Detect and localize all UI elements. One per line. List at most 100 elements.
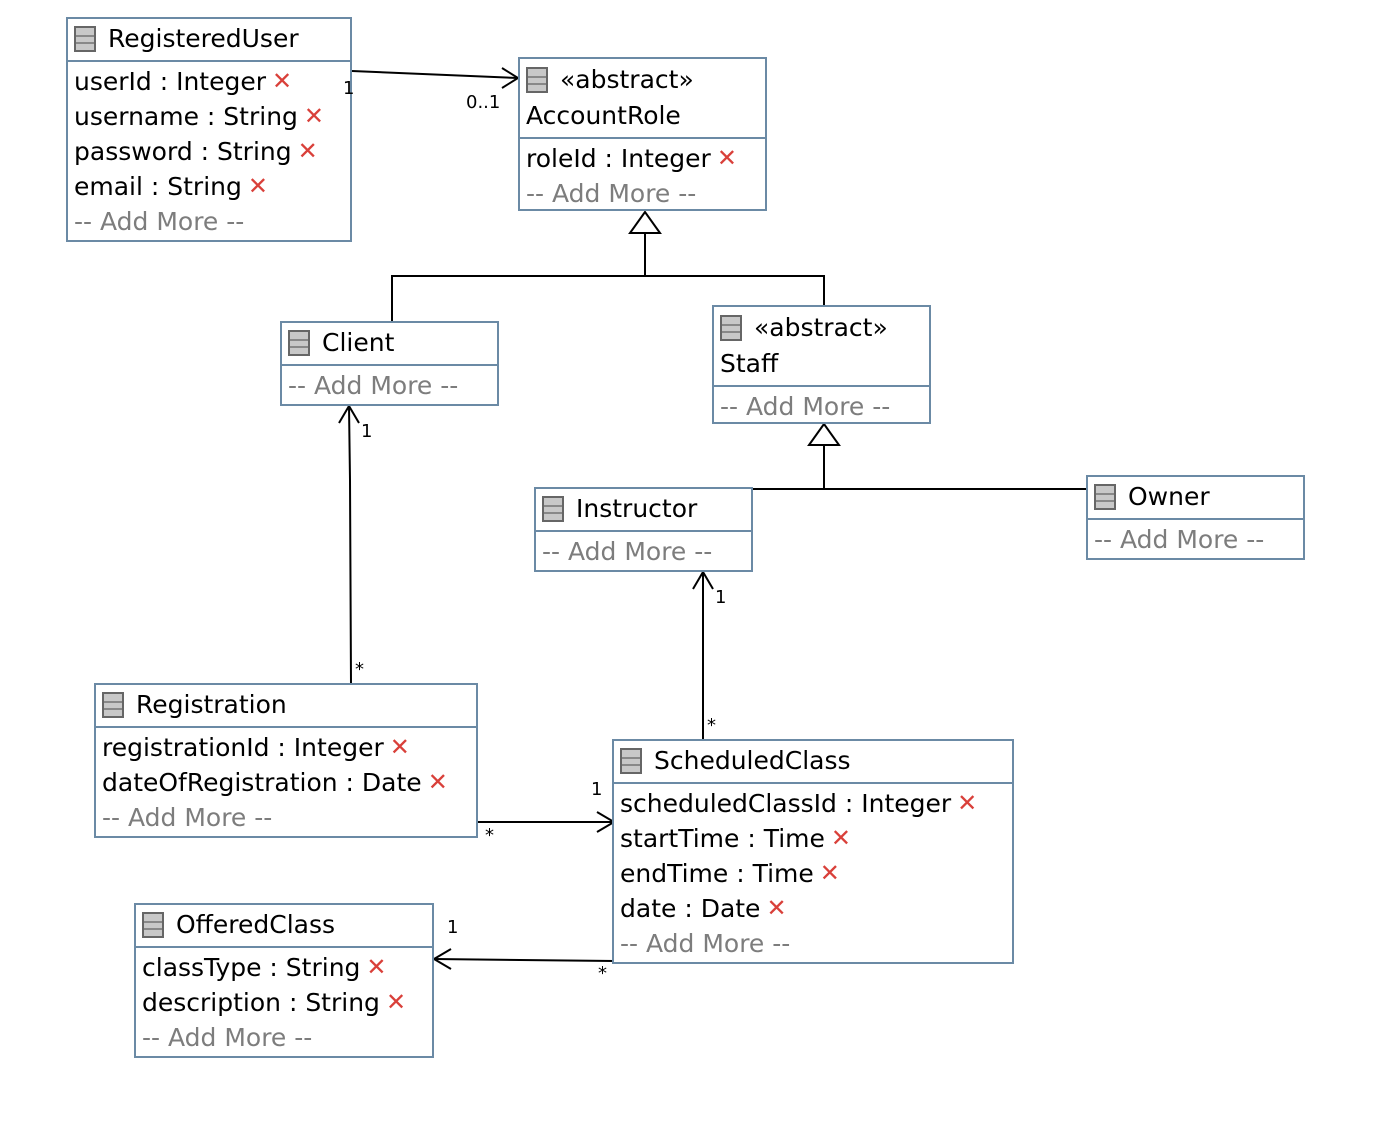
attribute-row[interactable]: username : String✕ [74,99,344,134]
add-more-attribute[interactable]: -- Add More -- [142,1023,313,1052]
attribute-row[interactable]: startTime : Time✕ [620,821,1006,856]
class-header: RegisteredUser [68,19,350,62]
class-client[interactable]: Client -- Add More -- [280,321,499,406]
attribute-list: -- Add More -- [536,532,751,573]
attribute-row[interactable]: date : Date✕ [620,891,1006,926]
association-scheduled-offered-arrowhead [432,948,452,970]
attribute-text[interactable]: startTime : Time [620,824,825,853]
association-registration-client[interactable] [348,405,352,686]
class-header: Registration [96,685,476,728]
remove-icon[interactable]: ✕ [427,768,448,796]
attribute-row[interactable]: classType : String✕ [142,950,426,985]
class-header: ScheduledClass [614,741,1012,784]
attribute-row[interactable]: scheduledClassId : Integer✕ [620,786,1006,821]
remove-icon[interactable]: ✕ [366,953,387,981]
add-more-attribute[interactable]: -- Add More -- [526,179,697,208]
association-scheduled-instructor-arrowhead [692,570,714,590]
attribute-text[interactable]: userId : Integer [74,67,267,96]
multiplicity-label: 1 [343,78,355,99]
attribute-text[interactable]: scheduledClassId : Integer [620,789,952,818]
class-header: «abstract» Staff [714,307,929,387]
add-more-attribute[interactable]: -- Add More -- [288,371,459,400]
attribute-row[interactable]: email : String✕ [74,169,344,204]
add-more-attribute[interactable]: -- Add More -- [74,207,245,236]
generalization-staff-triangle [807,422,841,446]
class-name[interactable]: Registration [136,690,287,719]
class-icon [620,748,642,774]
attribute-text[interactable]: roleId : Integer [526,144,711,173]
class-icon [288,330,310,356]
class-registration[interactable]: Registration registrationId : Integer✕ d… [94,683,478,838]
generalization-role-triangle [628,210,662,234]
add-more-attribute[interactable]: -- Add More -- [542,537,713,566]
remove-icon[interactable]: ✕ [385,988,407,1016]
multiplicity-label: 0..1 [466,92,501,113]
attribute-list: -- Add More -- [282,366,497,407]
class-icon [1094,484,1116,510]
multiplicity-label: 1 [591,779,603,800]
class-name[interactable]: ScheduledClass [654,746,851,775]
attribute-list: classType : String✕ description : String… [136,948,432,1059]
class-owner[interactable]: Owner -- Add More -- [1086,475,1305,560]
multiplicity-label: 1 [715,587,727,608]
add-more-attribute[interactable]: -- Add More -- [620,929,791,958]
class-icon [542,496,564,522]
attribute-text[interactable]: email : String [74,172,242,201]
attribute-text[interactable]: password : String [74,137,292,166]
remove-icon[interactable]: ✕ [272,67,293,95]
class-icon [720,315,742,341]
attribute-text[interactable]: classType : String [142,953,361,982]
generalization-role-children[interactable] [391,275,825,322]
class-account-role[interactable]: «abstract» AccountRole roleId : Integer✕… [518,57,767,211]
class-name[interactable]: Instructor [576,494,698,523]
class-name[interactable]: Client [322,328,395,357]
multiplicity-label: * [707,715,716,736]
class-offered-class[interactable]: OfferedClass classType : String✕ descrip… [134,903,434,1058]
add-more-attribute[interactable]: -- Add More -- [720,392,891,421]
attribute-text[interactable]: endTime : Time [620,859,814,888]
association-scheduled-offered[interactable] [433,958,615,962]
remove-icon[interactable]: ✕ [830,824,852,852]
class-scheduled-class[interactable]: ScheduledClass scheduledClassId : Intege… [612,739,1014,964]
remove-icon[interactable]: ✕ [389,733,410,761]
attribute-row[interactable]: password : String✕ [74,134,344,169]
attribute-row[interactable]: description : String✕ [142,985,426,1020]
remove-icon[interactable]: ✕ [819,859,840,887]
multiplicity-label: * [355,659,364,680]
attribute-row[interactable]: roleId : Integer✕ [526,141,759,176]
remove-icon[interactable]: ✕ [303,102,325,130]
attribute-row[interactable]: endTime : Time✕ [620,856,1006,891]
attribute-list: -- Add More -- [714,387,929,428]
attribute-text[interactable]: dateOfRegistration : Date [102,768,422,797]
attribute-list: userId : Integer✕ username : String✕ pas… [68,62,350,243]
remove-icon[interactable]: ✕ [766,894,787,922]
attribute-row[interactable]: registrationId : Integer✕ [102,730,470,765]
attribute-text[interactable]: registrationId : Integer [102,733,384,762]
remove-icon[interactable]: ✕ [716,144,737,172]
class-instructor[interactable]: Instructor -- Add More -- [534,487,753,572]
class-name[interactable]: OfferedClass [176,910,336,939]
remove-icon[interactable]: ✕ [247,172,268,200]
attribute-text[interactable]: username : String [74,102,298,131]
multiplicity-label: * [485,825,494,846]
class-icon [142,912,164,938]
add-more-attribute[interactable]: -- Add More -- [1094,525,1265,554]
attribute-row[interactable]: dateOfRegistration : Date✕ [102,765,470,800]
multiplicity-label: * [598,963,607,984]
attribute-text[interactable]: date : Date [620,894,761,923]
class-registered-user[interactable]: RegisteredUser userId : Integer✕ usernam… [66,17,352,242]
class-header: «abstract» AccountRole [520,59,765,139]
remove-icon[interactable]: ✕ [957,789,978,817]
attribute-list: registrationId : Integer✕ dateOfRegistra… [96,728,476,839]
attribute-row[interactable]: userId : Integer✕ [74,64,344,99]
class-name[interactable]: Staff [720,349,779,378]
add-more-attribute[interactable]: -- Add More -- [102,803,273,832]
class-name[interactable]: AccountRole [526,101,681,130]
class-name[interactable]: RegisteredUser [108,24,299,53]
remove-icon[interactable]: ✕ [297,137,318,165]
class-name[interactable]: Owner [1128,482,1210,511]
class-staff[interactable]: «abstract» Staff -- Add More -- [712,305,931,424]
association-user-role[interactable] [351,70,519,79]
attribute-text[interactable]: description : String [142,988,380,1017]
multiplicity-label: 1 [447,917,459,938]
